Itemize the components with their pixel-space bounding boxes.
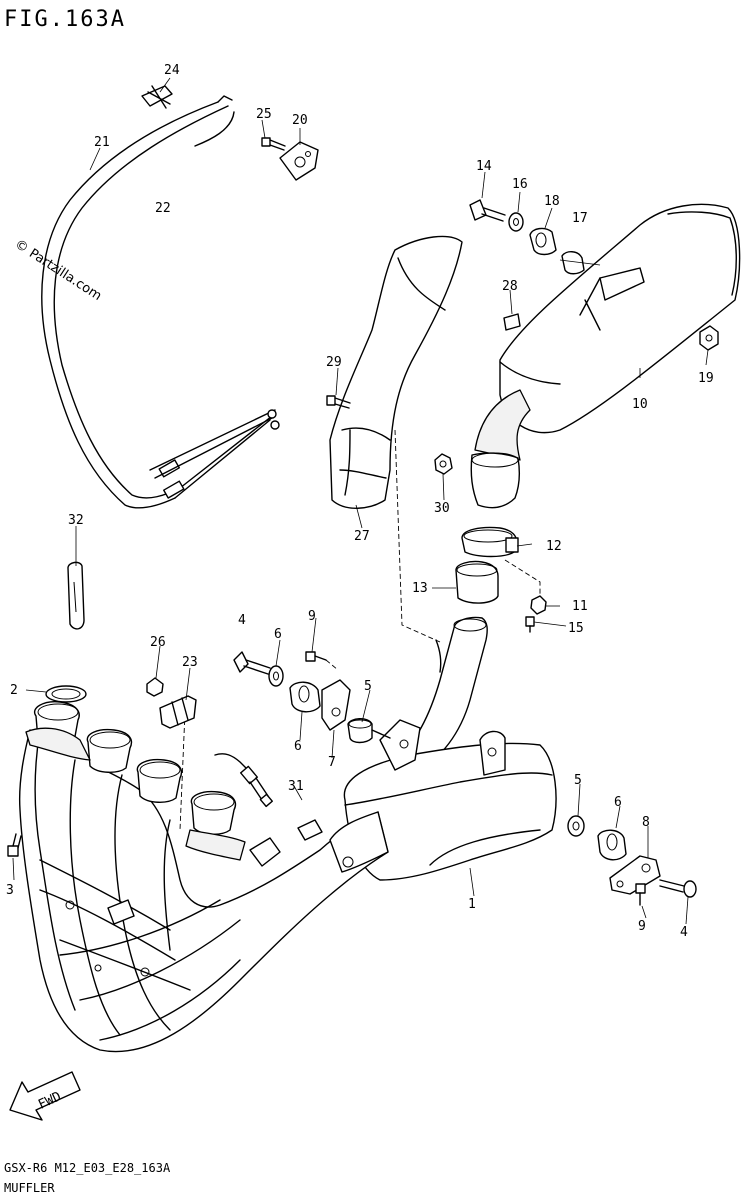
bolt-4-left — [233, 651, 271, 675]
gasket-2 — [45, 685, 87, 703]
callout-12: 12 — [546, 539, 562, 554]
exhaust-manifold — [18, 701, 389, 1053]
callout-1: 1 — [468, 897, 476, 912]
callout-6-right: 6 — [614, 795, 622, 810]
callout-4-right: 4 — [680, 925, 688, 940]
callout-18: 18 — [544, 194, 560, 209]
bracket-23 — [159, 695, 197, 729]
callout-20: 20 — [292, 113, 308, 128]
section-name: MUFFLER — [4, 1181, 55, 1195]
bracket-7 — [321, 679, 351, 731]
callout-4-left: 4 — [238, 613, 246, 628]
leader-lines — [12, 77, 709, 925]
callout-27: 27 — [354, 529, 370, 544]
bracket-8 — [609, 855, 661, 895]
clamp-12 — [461, 526, 541, 598]
washer-6-upper — [268, 665, 284, 687]
callout-25: 25 — [256, 107, 272, 122]
bolt-15 — [525, 616, 535, 633]
callout-32: 32 — [68, 513, 84, 528]
cable-bracket-20 — [279, 141, 319, 181]
nut-26 — [146, 677, 164, 697]
callout-19: 19 — [698, 371, 714, 386]
callout-23: 23 — [182, 655, 198, 670]
callout-9-right: 9 — [638, 919, 646, 934]
bolt-29 — [326, 395, 351, 409]
stud-3 — [7, 833, 22, 857]
silencer-10 — [470, 203, 741, 509]
callout-9-upper: 9 — [308, 609, 316, 624]
grommet-6-lower — [289, 681, 321, 713]
callout-21: 21 — [94, 135, 110, 150]
callout-11: 11 — [572, 599, 588, 614]
gasket-30 — [434, 453, 453, 475]
callout-10: 10 — [632, 397, 648, 412]
callout-5-right: 5 — [574, 773, 582, 788]
oxygen-sensor-31 — [214, 753, 273, 808]
throttle-cables — [41, 95, 280, 509]
gasket-13 — [455, 560, 499, 604]
callout-13: 13 — [412, 581, 428, 596]
callout-24: 24 — [164, 63, 180, 78]
callout-22: 22 — [155, 201, 171, 216]
callout-2: 2 — [10, 683, 18, 698]
collar-5-left — [347, 718, 391, 744]
cable-clamp-24 — [141, 85, 173, 109]
assembly-line-shield — [394, 429, 441, 643]
callout-31: 31 — [288, 779, 304, 794]
figure-title: FIG.163A — [4, 7, 126, 32]
clip-28 — [503, 313, 521, 331]
bolt-4-right — [659, 879, 697, 898]
callout-7: 7 — [328, 755, 336, 770]
silencer-mount-bolt-set — [469, 199, 585, 275]
assembly-line-bracket — [179, 711, 186, 831]
exhaust-chamber-1 — [343, 616, 557, 881]
callout-29: 29 — [326, 355, 342, 370]
callout-15: 15 — [568, 621, 584, 636]
callout-3: 3 — [6, 883, 14, 898]
grommet-6-right — [597, 829, 627, 861]
heat-shield-27 — [329, 235, 463, 509]
callout-14: 14 — [476, 159, 492, 174]
callout-5-left: 5 — [364, 679, 372, 694]
bracket-32 — [67, 561, 85, 630]
callout-6-lower: 6 — [294, 739, 302, 754]
bolt-9-right — [635, 883, 646, 906]
nut-19 — [699, 325, 719, 351]
bolt-25 — [261, 137, 286, 151]
callout-30: 30 — [434, 501, 450, 516]
bolt-9-upper — [305, 651, 339, 671]
callout-16: 16 — [512, 177, 528, 192]
watermark-text: © Partzilla.com — [12, 237, 104, 304]
callout-numbers: 24 25 20 21 22 14 16 18 17 28 29 19 10 3… — [6, 63, 714, 940]
callout-6-upper: 6 — [274, 627, 282, 642]
fwd-direction-badge: FWD — [9, 1071, 81, 1121]
model-code: GSX-R6 M12_E03_E28_163A — [4, 1161, 171, 1175]
callout-8: 8 — [642, 815, 650, 830]
callout-28: 28 — [502, 279, 518, 294]
callout-26: 26 — [150, 635, 166, 650]
callout-17: 17 — [572, 211, 588, 226]
collar-5-right — [567, 815, 585, 837]
nut-11 — [530, 595, 547, 615]
